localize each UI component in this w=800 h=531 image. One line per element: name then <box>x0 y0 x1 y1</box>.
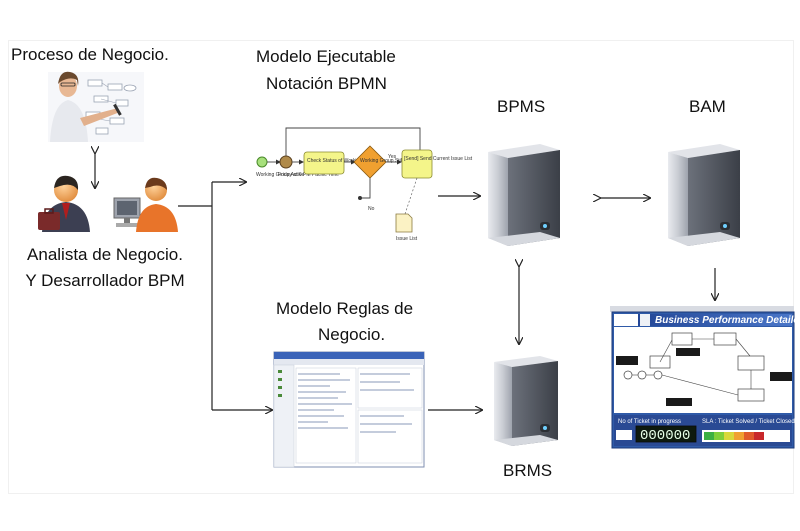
bpmn-task-check-status <box>303 151 345 175</box>
bpmn-task1-label: Check Status of Working Group <box>307 158 377 164</box>
dashboard-title: Business Performance Detailed <box>655 315 800 326</box>
bpms-server-icon <box>488 144 560 246</box>
bpmn-task-send-issues <box>401 149 433 179</box>
label-bam: BAM <box>689 97 726 116</box>
brms-server-icon <box>494 356 558 446</box>
label-analista: Analista de Negocio. <box>27 245 183 264</box>
bpmn-no-label: No <box>368 206 375 212</box>
label-desarrollador: Y Desarrollador BPM <box>25 271 185 290</box>
label-brms: BRMS <box>503 461 553 480</box>
bpmn-task2-label: [Send] Send Current Issue List <box>404 156 473 162</box>
dashboard-counter: 000000 <box>640 428 690 444</box>
bpmn-data-object <box>395 213 413 233</box>
bam-server-icon <box>668 144 740 246</box>
business-analyst-icon <box>38 175 90 232</box>
bpmn-gateway-label: Working Group Still Active? <box>360 158 421 164</box>
dashboard-tickets-label: No of Ticket in progress <box>618 419 681 425</box>
dashboard-sla-label: SLA : Ticket Solved / Ticket Closed <box>702 419 795 425</box>
bpmn-timer-label: Friday at 6 PM Pacific Time <box>278 172 339 178</box>
label-modelo-reglas: Modelo Reglas de <box>276 299 414 318</box>
developer-icon <box>113 177 178 232</box>
proceso-negocio-photo <box>48 71 144 142</box>
reglas-negocio-screenshot <box>273 351 425 468</box>
bpmn-timer-event <box>279 155 293 169</box>
connector-people-models <box>178 182 272 410</box>
bpmn-doc-label: Issue List <box>396 236 418 242</box>
bpmn-model: Working Group Active Friday at 6 PM Paci… <box>256 127 473 242</box>
bpmn-yes-label: Yes <box>388 154 397 160</box>
diagram-frame <box>8 40 794 494</box>
label-notacion-bpmn: Notación BPMN <box>266 74 387 93</box>
bam-dashboard: Business Performance Detailed <box>610 306 800 449</box>
label-proceso-negocio: Proceso de Negocio. <box>11 45 169 64</box>
label-negocio: Negocio. <box>318 325 386 344</box>
label-bpms: BPMS <box>497 97 546 116</box>
bpmn-start-event <box>256 156 268 168</box>
dashboard-sla-gauge <box>704 432 764 440</box>
bpmn-start-label: Working Group Active <box>256 172 304 178</box>
label-modelo-ejecutable: Modelo Ejecutable <box>256 47 396 66</box>
